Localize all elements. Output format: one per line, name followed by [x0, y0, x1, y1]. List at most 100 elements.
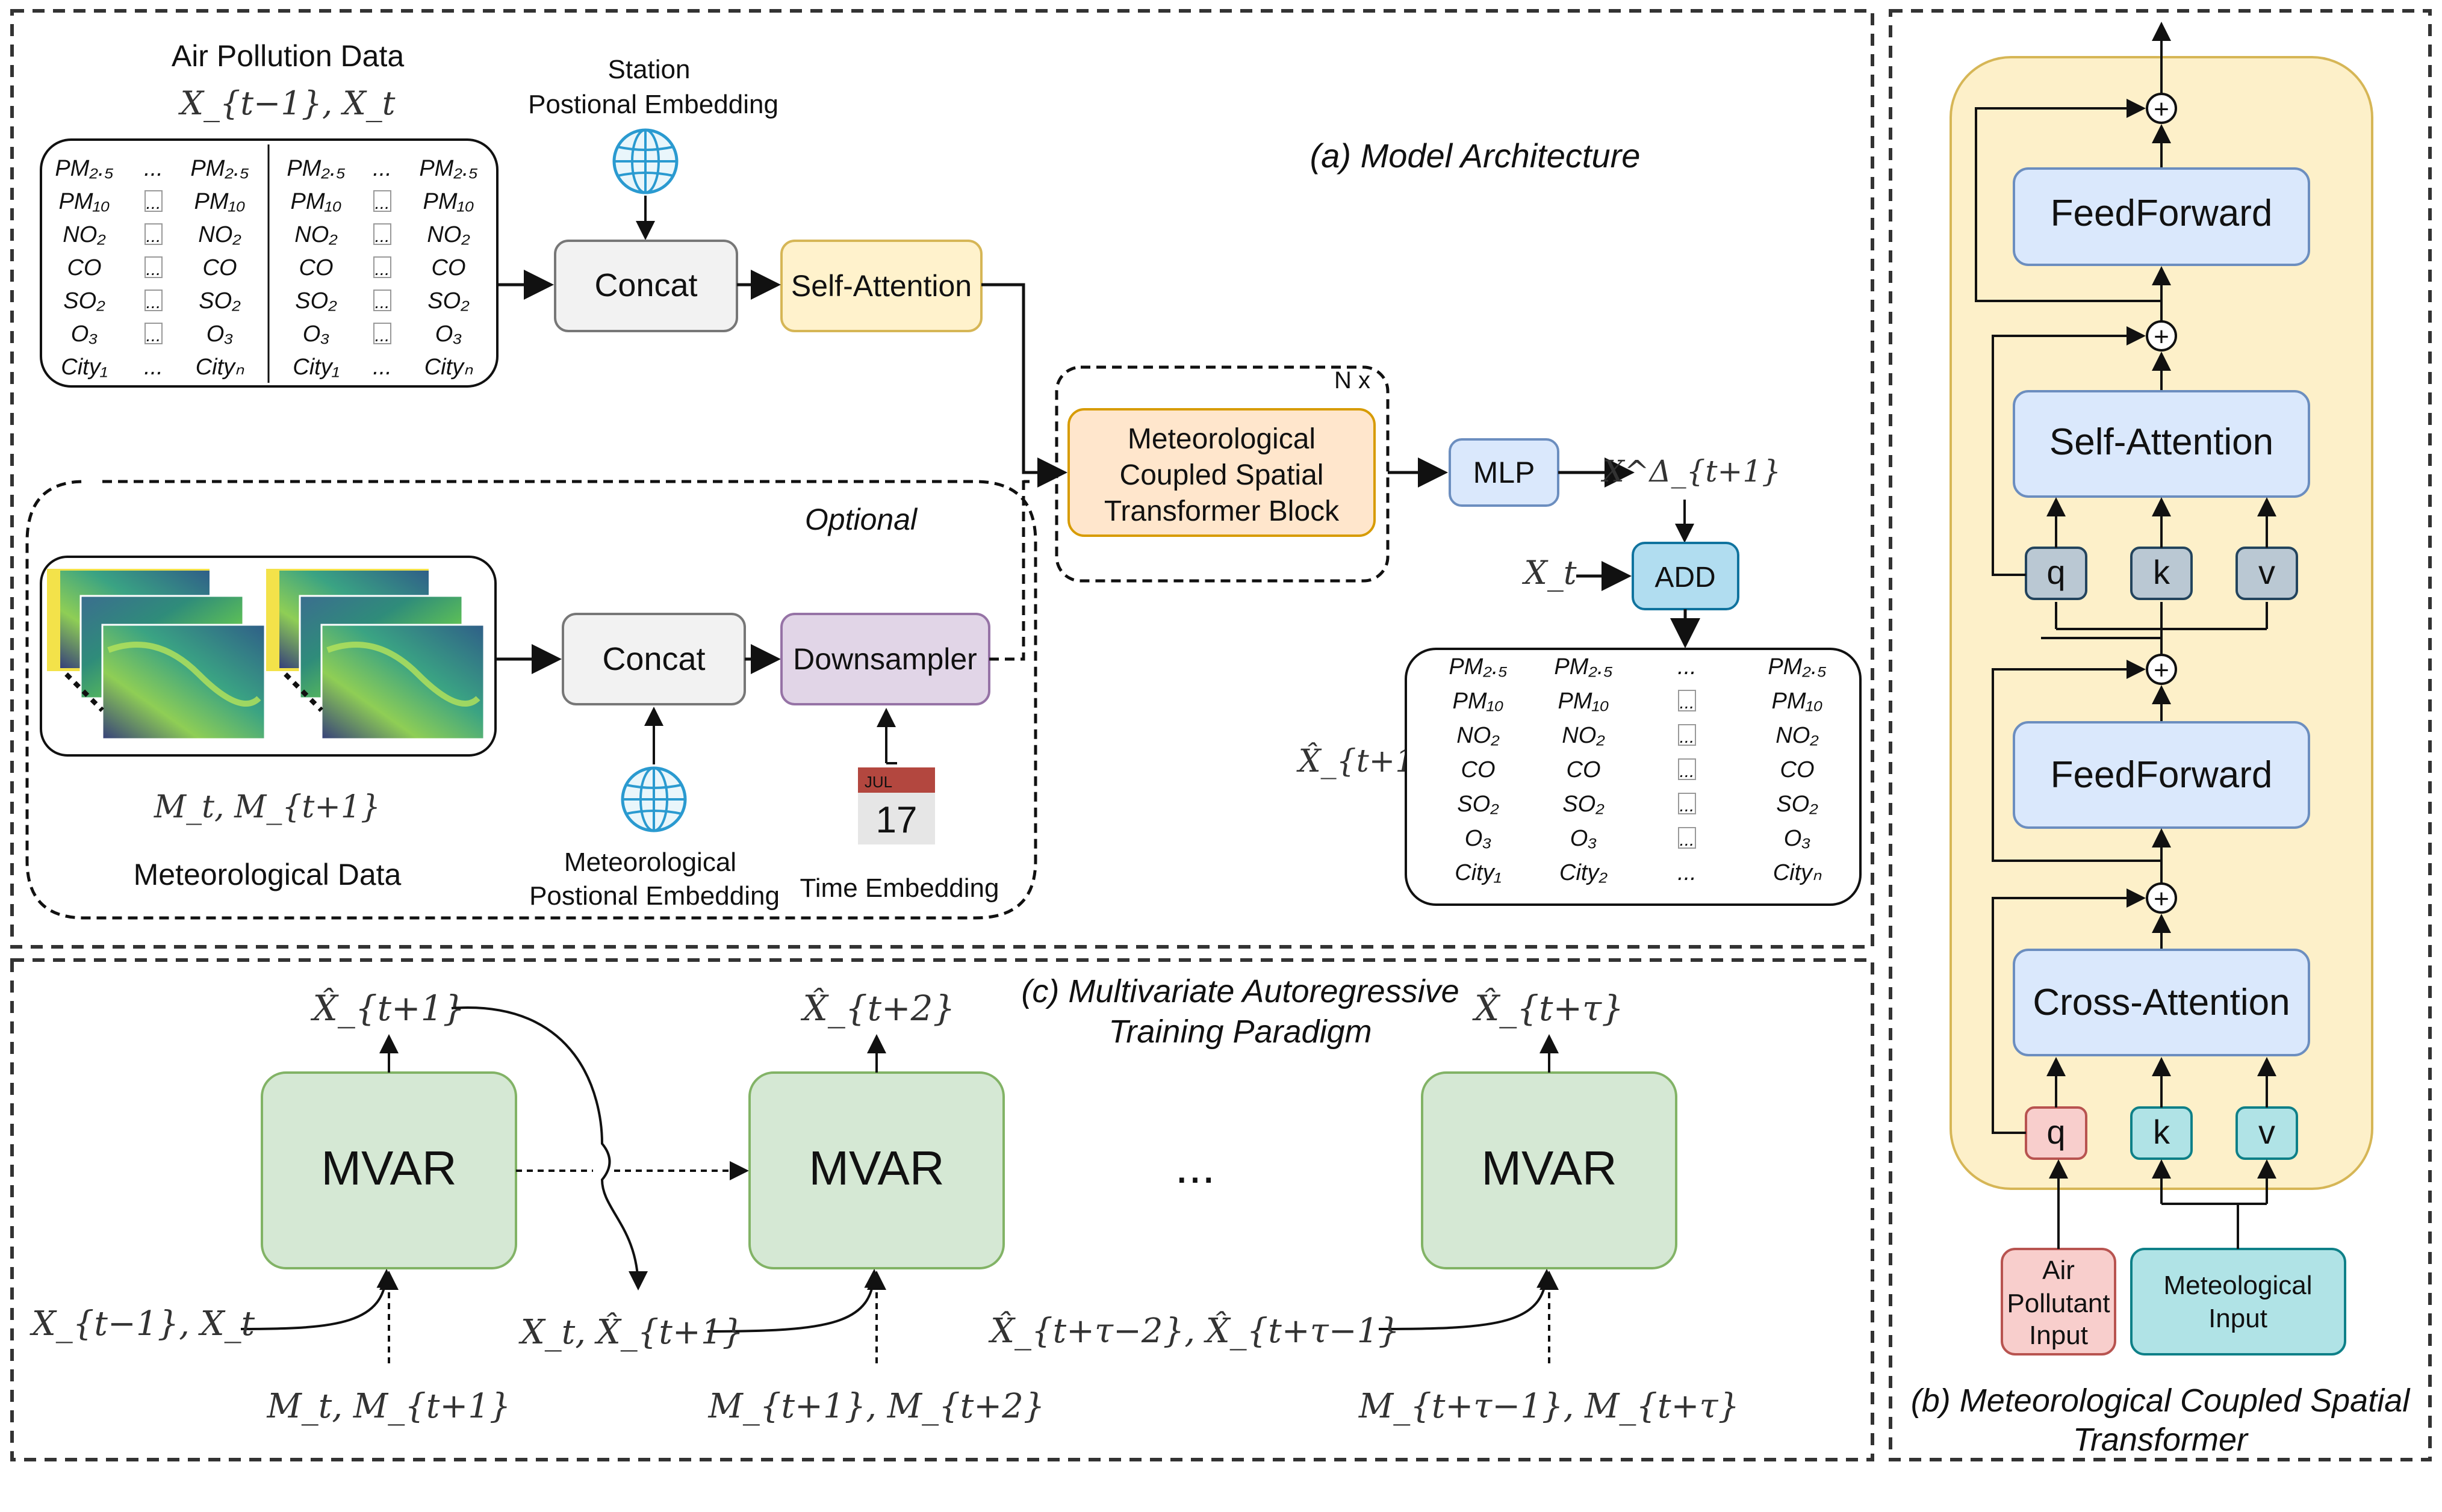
table-cell-box: [1678, 827, 1696, 849]
arrow-selfattn-to-mcst: [981, 283, 1067, 488]
plus-circle-4: +: [2146, 882, 2177, 914]
input-ellipsis: ...: [373, 355, 392, 380]
input-cell: O₃: [71, 321, 98, 347]
in-label-3: X̂_{t+τ−2}, X̂_{t+τ−1}: [988, 1310, 1400, 1351]
panel-a-title: (a) Model Architecture: [1310, 137, 1641, 175]
output-cell: SO₂: [1457, 792, 1499, 817]
nx-block-frame: [1055, 365, 1390, 583]
output-table-frame: [1405, 648, 1862, 906]
add-label: ADD: [1654, 562, 1715, 593]
panel-b-title-1: (b) Meteorological Coupled Spatial: [1911, 1383, 2411, 1419]
out-label-3: X̂_{t+τ}: [1472, 987, 1624, 1029]
m-label-2: M_{t+1}, M_{t+2}: [708, 1387, 1045, 1426]
table-cell-box: [373, 290, 391, 311]
output-cell: PM₁₀: [1772, 689, 1823, 714]
table-cell-box: [373, 223, 391, 245]
air-input-label-2: Pollutant: [2007, 1289, 2110, 1318]
input-cell: PM₁₀: [59, 189, 110, 214]
x-delta-label: X^Δ_{t+1}: [1600, 454, 1781, 489]
input-cell: NO₂: [427, 222, 470, 247]
table-cell-box: [1678, 793, 1696, 814]
air-input-label-1: Air: [2042, 1256, 2075, 1285]
meteo-emb-label-2: Postional Embedding: [529, 881, 780, 911]
optional-label: Optional: [805, 503, 918, 536]
output-cell: PM₁₀: [1558, 689, 1609, 714]
input-ellipsis: ...: [146, 293, 161, 312]
input-cell: CO: [432, 255, 466, 280]
table-cell-box: [144, 323, 163, 344]
input-cell: SO₂: [63, 288, 105, 314]
input-cell: O₃: [303, 321, 330, 347]
arrow-in2-to-mvar2: [707, 1269, 884, 1333]
input-ellipsis: ...: [144, 355, 163, 380]
mvar-label-3: MVAR: [1481, 1141, 1617, 1195]
meteo-subtitle: M_t, M_{t+1}: [154, 789, 381, 825]
station-label-2: Postional Embedding: [528, 90, 778, 119]
input-cell: NO₂: [294, 222, 338, 247]
output-ellipsis: ...: [1677, 860, 1697, 885]
input-ellipsis: ...: [374, 193, 390, 213]
output-ellipsis: ...: [1679, 727, 1694, 747]
output-ellipsis: ...: [1679, 830, 1694, 850]
meteo-input-box: [2130, 1248, 2346, 1356]
input-cell: O₃: [435, 321, 462, 347]
output-cell: O₃: [1570, 826, 1597, 851]
v-label-cross: v: [2258, 1113, 2275, 1151]
input-cell: PM₂.₅: [190, 156, 249, 181]
plus-circle-2: +: [2146, 320, 2177, 352]
input-cell: CO: [299, 255, 334, 280]
m-label-3: M_{t+τ−1}, M_{t+τ}: [1358, 1387, 1739, 1426]
output-cell: NO₂: [1562, 723, 1605, 748]
table-cell-box: [144, 256, 163, 278]
out-label-1: X̂_{t+1}: [311, 987, 465, 1029]
split-plus3-to-qkv: [2055, 602, 2268, 655]
q-label-self: q: [2046, 553, 2065, 591]
input-ellipsis: ...: [374, 326, 390, 345]
output-cell: SO₂: [1776, 792, 1818, 817]
output-ellipsis: ...: [1677, 654, 1697, 680]
air-input-label-3: Input: [2029, 1321, 2088, 1350]
meteo-emb-label-1: Meteorological: [564, 847, 736, 877]
air-pollution-title: Air Pollution Data: [172, 39, 404, 73]
plus-circle-1: +: [2146, 93, 2177, 124]
output-city: Cityₙ: [1773, 860, 1822, 885]
arrow-in3-to-mvar3: [1378, 1269, 1556, 1330]
feedforward-mid-label: FeedForward: [2051, 754, 2273, 796]
panel-a-frame: [10, 9, 1874, 949]
output-cell: PM₂.₅: [1768, 654, 1826, 680]
calendar-icon: JUL 17: [858, 767, 935, 844]
table-cell-box: [1678, 724, 1696, 746]
svg-text:+: +: [2154, 322, 2169, 352]
skip-plus2-to-plus1: [1975, 99, 2161, 302]
input-cell: NO₂: [63, 222, 106, 247]
output-ellipsis: ...: [1679, 796, 1694, 816]
input-ellipsis: ...: [146, 226, 161, 246]
output-ellipsis: ...: [1679, 761, 1694, 781]
input-ellipsis: ...: [374, 226, 390, 246]
output-ellipsis: ...: [1679, 693, 1694, 713]
meteo-map-stack-2: [266, 569, 485, 740]
table-cell-box: [144, 190, 163, 212]
k-label-cross: k: [2153, 1113, 2170, 1151]
feedforward-top-box: [2013, 167, 2310, 266]
panel-c-title-2: Training Paradigm: [1108, 1014, 1372, 1050]
input-ellipsis: ...: [374, 293, 390, 312]
globe-icon: [621, 766, 687, 832]
skip-plus4-to-plus3: [1992, 660, 2161, 862]
output-city: City₂: [1559, 860, 1608, 885]
input-cell: PM₂.₅: [419, 156, 477, 181]
table-cell-box: [373, 190, 391, 212]
output-cell: SO₂: [1562, 792, 1605, 817]
globe-icon: [612, 128, 679, 194]
panel-b-frame: [1889, 9, 2432, 1461]
mlp-label: MLP: [1473, 456, 1535, 489]
output-cell: CO: [1780, 757, 1815, 782]
time-embedding-label: Time Embedding: [800, 873, 999, 903]
mvar-label-1: MVAR: [321, 1141, 456, 1195]
feedforward-top-label: FeedForward: [2051, 193, 2273, 234]
self-attention-b-box: [2013, 390, 2310, 498]
input-city: Cityₙ: [424, 355, 473, 380]
q-label-cross: q: [2046, 1113, 2065, 1151]
